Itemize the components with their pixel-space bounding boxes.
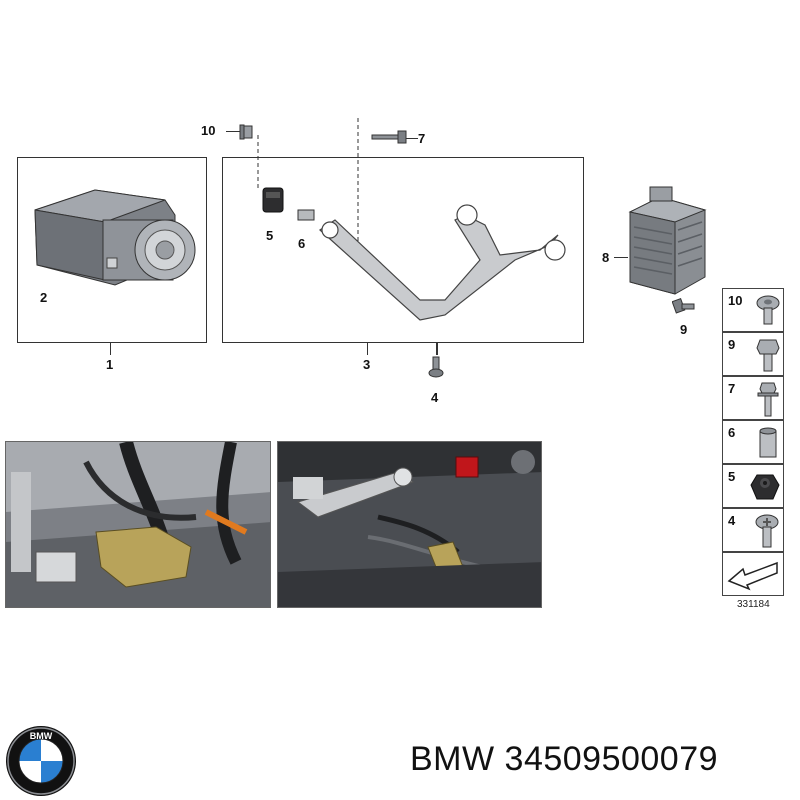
spacer-sleeve-icon — [759, 427, 777, 458]
legend-number: 9 — [728, 337, 736, 352]
legend-item: 6 — [722, 420, 784, 464]
reference-number: 331184 — [737, 599, 770, 610]
flange-screw-icon — [756, 295, 780, 325]
control-unit-8-drawing — [628, 186, 707, 295]
callout-3: 3 — [363, 357, 371, 372]
flange-screw-10-drawing — [239, 124, 253, 140]
hex-bolt-icon — [756, 339, 780, 372]
rubber-mount-icon — [750, 474, 780, 500]
callout-1: 1 — [106, 357, 114, 372]
arrow-icon — [727, 561, 778, 591]
installation-photo-right — [277, 441, 542, 608]
legend-number: 5 — [728, 469, 736, 484]
leader-line-10 — [226, 131, 240, 132]
leader-line-7 — [406, 138, 418, 139]
callout-2: 2 — [40, 290, 48, 305]
bmw-logo-lettering: BMW — [30, 731, 53, 741]
callout-5: 5 — [266, 228, 274, 243]
installation-photo-right-graphic — [278, 442, 541, 607]
legend-item: 9 — [722, 332, 784, 376]
flange-bolt-7-drawing — [371, 130, 407, 144]
legend-number: 7 — [728, 381, 736, 396]
callout-6: 6 — [298, 236, 306, 251]
bmw-logo: BMW — [6, 726, 76, 796]
legend-number: 4 — [728, 513, 736, 528]
leader-line-8 — [614, 257, 628, 258]
flange-bolt-icon — [757, 382, 779, 417]
legend-number: 6 — [728, 425, 736, 440]
legend-item: 4 — [722, 508, 784, 552]
leader-line-3 — [367, 343, 368, 355]
legend-item: 5 — [722, 464, 784, 508]
parts-diagram: 2 1 10 7 5 6 3 4 — [5, 118, 784, 610]
legend-number: 10 — [728, 293, 743, 308]
leader-line-4 — [436, 343, 438, 355]
callout-7: 7 — [418, 131, 426, 146]
installation-photo-left — [5, 441, 271, 608]
bracket-frame — [222, 157, 584, 343]
callout-8: 8 — [602, 250, 610, 265]
abs-hydraulic-unit-drawing — [34, 189, 196, 286]
pan-head-screw-icon — [755, 514, 779, 548]
part-number-label: BMW 34509500079 — [410, 740, 719, 778]
leader-line-1 — [110, 343, 111, 355]
callout-9: 9 — [680, 322, 688, 337]
callout-10: 10 — [201, 123, 216, 138]
bracket-drawing — [257, 118, 566, 321]
legend-item-arrow — [722, 552, 784, 596]
installation-photo-left-graphic — [6, 442, 270, 607]
hex-bolt-9-drawing — [672, 298, 695, 314]
callout-4: 4 — [431, 390, 439, 405]
legend-item: 10 — [722, 288, 784, 332]
legend-item: 7 — [722, 376, 784, 420]
pan-head-screw-4-drawing — [428, 356, 444, 378]
